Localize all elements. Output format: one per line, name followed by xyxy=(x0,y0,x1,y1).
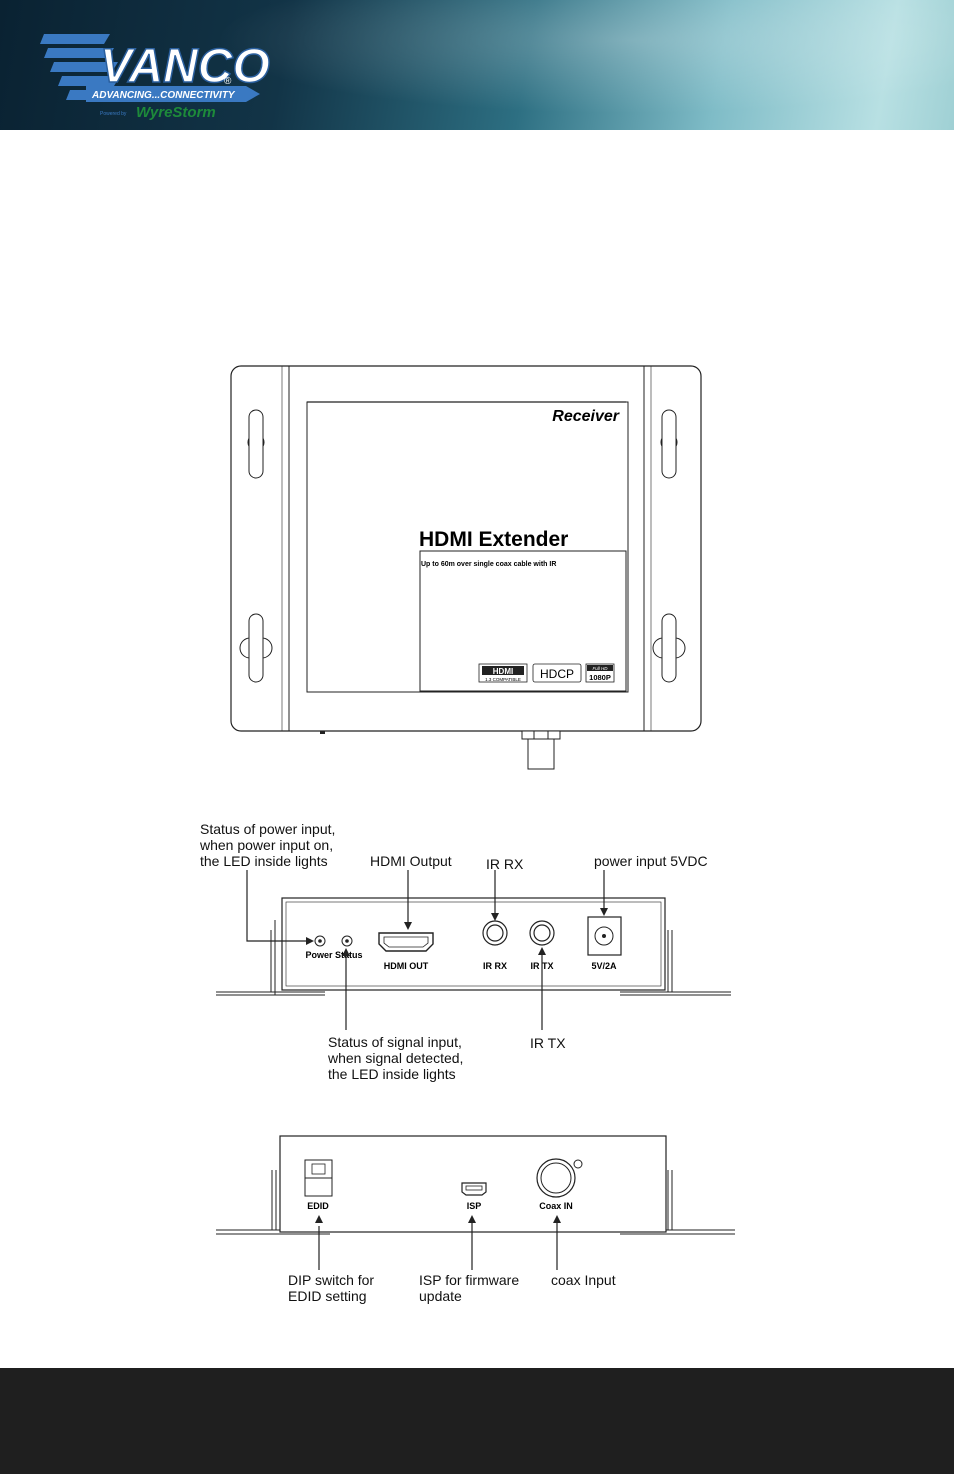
hdcp-badge-icon: HDCP xyxy=(532,663,582,683)
hdmi-badge-icon: HDMI 1.3 COMPATIBLE xyxy=(478,663,528,683)
power-port-label: 5V/2A xyxy=(591,961,617,971)
receiver-label: Receiver xyxy=(552,408,619,425)
header-banner: VANCO ® ADVANCING...CONNECTIVITY Powered… xyxy=(0,0,954,130)
callout-power-input: power input 5VDC xyxy=(594,853,708,869)
ir-rx-jack-icon xyxy=(482,920,508,946)
ir-rx-port-label: IR RX xyxy=(483,961,507,971)
coax-in-port-icon xyxy=(536,1158,583,1198)
arrowhead-icons xyxy=(306,908,608,956)
powered-by: Powered by xyxy=(100,111,127,117)
footer-bar xyxy=(0,1368,954,1474)
callout-isp: ISP for firmware update xyxy=(419,1272,520,1304)
hdmi-port-icon xyxy=(378,932,434,952)
fullhd-badge-icon: Full HD 1080P xyxy=(585,663,615,683)
callout-ir-tx: IR TX xyxy=(530,1035,566,1051)
callout-hdmi-output: HDMI Output xyxy=(370,853,452,869)
svg-text:1080P: 1080P xyxy=(589,673,611,682)
coax-connector-icon xyxy=(521,730,561,770)
isp-port-label: ISP xyxy=(467,1201,482,1211)
callout-power-led: Status of power input, when power input … xyxy=(200,821,336,869)
product-subtitle: Up to 60m over single coax cable with IR xyxy=(421,561,556,568)
logo-wordmark: VANCO xyxy=(100,40,270,93)
callout-dip-switch: DIP switch for EDID setting xyxy=(288,1272,375,1304)
registered-mark: ® xyxy=(224,76,232,87)
edid-port-label: EDID xyxy=(307,1201,329,1211)
front-panel-diagram: Power Status HDMI OUT IR RX IR TX 5V/2A xyxy=(216,870,731,1030)
wyrestorm-logo: WyreStorm xyxy=(136,104,216,121)
callout-ir-rx: IR RX xyxy=(486,856,524,872)
callout-arrows xyxy=(246,870,605,1030)
tagline-arrow-icon xyxy=(86,86,260,102)
mini-usb-port-icon xyxy=(461,1182,487,1196)
ir-tx-jack-icon xyxy=(529,920,555,946)
dip-switch-icon xyxy=(304,1159,333,1197)
label-panel xyxy=(306,401,629,693)
rear-arrowhead-icons xyxy=(315,1215,561,1223)
power-status-label: Power Status xyxy=(305,950,362,960)
callout-coax-input: coax Input xyxy=(551,1272,616,1288)
tagline: ADVANCING...CONNECTIVITY xyxy=(91,90,236,101)
vanco-logo: VANCO ® ADVANCING...CONNECTIVITY Powered… xyxy=(40,34,271,121)
svg-text:1.3 COMPATIBLE: 1.3 COMPATIBLE xyxy=(485,677,521,682)
svg-text:HDMI: HDMI xyxy=(493,667,513,676)
callout-signal-led: Status of signal input, when signal dete… xyxy=(328,1034,464,1082)
hdmi-out-label: HDMI OUT xyxy=(384,961,429,971)
svg-text:HDCP: HDCP xyxy=(540,667,574,681)
rear-panel-diagram: EDID ISP Coax IN xyxy=(216,1135,735,1270)
coax-in-port-label: Coax IN xyxy=(539,1201,573,1211)
product-title: HDMI Extender xyxy=(419,528,568,551)
svg-text:Full HD: Full HD xyxy=(592,666,608,671)
dc-power-jack-icon xyxy=(587,916,622,956)
receiver-top-view: Receiver HDMI Extender Up to 60m over si… xyxy=(230,365,702,770)
